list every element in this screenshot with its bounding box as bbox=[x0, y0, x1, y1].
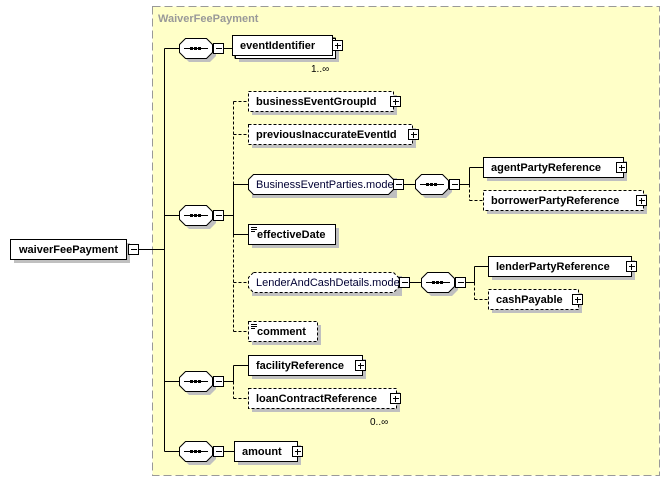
collapse-minus-icon[interactable] bbox=[213, 376, 224, 387]
element-comment[interactable]: comment bbox=[248, 321, 322, 346]
expand-plus-icon[interactable] bbox=[292, 446, 303, 457]
element-businessEventParties[interactable]: BusinessEventParties.model bbox=[248, 174, 404, 199]
simple-content-icon bbox=[251, 324, 257, 329]
previousInaccurateEventId-label: previousInaccurateEventId bbox=[256, 129, 397, 141]
element-agentPartyReference[interactable]: agentPartyReference bbox=[483, 157, 628, 182]
expand-plus-icon[interactable] bbox=[390, 393, 401, 404]
facilityReference-label: facilityReference bbox=[256, 360, 344, 372]
expand-plus-icon[interactable] bbox=[390, 96, 401, 107]
lenderAndCashDetails-label: LenderAndCashDetails.model bbox=[256, 277, 402, 289]
effectiveDate-label: effectiveDate bbox=[257, 229, 325, 241]
element-borrowerPartyReference[interactable]: borrowerPartyReference bbox=[483, 190, 648, 215]
expand-plus-icon[interactable] bbox=[408, 129, 419, 140]
element-facilityReference[interactable]: facilityReference bbox=[248, 355, 367, 380]
element-loanContractReference[interactable]: loanContractReference 0..∞ bbox=[248, 388, 401, 429]
simple-content-icon bbox=[251, 227, 257, 232]
eventIdentifier-label: eventIdentifier bbox=[240, 40, 316, 52]
sequence-compositor[interactable] bbox=[179, 371, 224, 396]
agentPartyReference-label: agentPartyReference bbox=[491, 162, 601, 174]
borrowerPartyReference-label: borrowerPartyReference bbox=[491, 195, 619, 207]
element-lenderAndCashDetails[interactable]: LenderAndCashDetails.model bbox=[248, 272, 410, 297]
lenderPartyReference-label: lenderPartyReference bbox=[496, 261, 610, 273]
expand-plus-icon[interactable] bbox=[332, 40, 343, 51]
collapse-minus-icon[interactable] bbox=[393, 179, 404, 190]
loanContractReference-occurrence: 0..∞ bbox=[370, 417, 388, 428]
businessEventParties-label: BusinessEventParties.model bbox=[256, 179, 396, 191]
expand-plus-icon[interactable] bbox=[355, 360, 366, 371]
expand-plus-icon[interactable] bbox=[616, 162, 627, 173]
element-cashPayable[interactable]: cashPayable bbox=[488, 289, 583, 314]
sequence-compositor[interactable] bbox=[415, 174, 460, 199]
collapse-minus-icon[interactable] bbox=[128, 244, 139, 255]
sequence-compositor[interactable] bbox=[179, 205, 224, 230]
expand-plus-icon[interactable] bbox=[626, 261, 637, 272]
comment-label: comment bbox=[257, 326, 306, 338]
sequence-compositor[interactable] bbox=[421, 272, 466, 297]
loanContractReference-label: loanContractReference bbox=[256, 393, 377, 405]
element-businessEventGroupId[interactable]: businessEventGroupId bbox=[248, 91, 401, 116]
eventIdentifier-occurrence: 1..∞ bbox=[311, 64, 329, 75]
sequence-compositor[interactable] bbox=[179, 441, 224, 466]
element-previousInaccurateEventId[interactable]: previousInaccurateEventId bbox=[248, 124, 419, 149]
element-amount[interactable]: amount bbox=[234, 441, 303, 466]
root-element-waiverfeepayment[interactable]: waiverFeePayment bbox=[10, 239, 139, 264]
group-title: WaiverFeePayment bbox=[158, 13, 259, 25]
businessEventGroupId-label: businessEventGroupId bbox=[256, 96, 376, 108]
element-lenderPartyReference[interactable]: lenderPartyReference bbox=[488, 256, 637, 281]
cashPayable-label: cashPayable bbox=[496, 294, 563, 306]
element-effectiveDate[interactable]: effectiveDate bbox=[248, 224, 340, 249]
collapse-minus-icon[interactable] bbox=[213, 446, 224, 457]
group-waiverfeepayment: WaiverFeePayment bbox=[152, 6, 660, 476]
expand-plus-icon[interactable] bbox=[572, 294, 583, 305]
collapse-minus-icon[interactable] bbox=[449, 179, 460, 190]
sequence-compositor[interactable] bbox=[179, 38, 224, 63]
element-eventIdentifier[interactable]: eventIdentifier 1..∞ bbox=[232, 35, 343, 76]
collapse-minus-icon[interactable] bbox=[399, 277, 410, 288]
expand-plus-icon[interactable] bbox=[636, 195, 647, 206]
amount-label: amount bbox=[242, 446, 282, 458]
collapse-minus-icon[interactable] bbox=[213, 43, 224, 54]
collapse-minus-icon[interactable] bbox=[213, 210, 224, 221]
collapse-minus-icon[interactable] bbox=[455, 277, 466, 288]
root-label: waiverFeePayment bbox=[18, 244, 118, 256]
